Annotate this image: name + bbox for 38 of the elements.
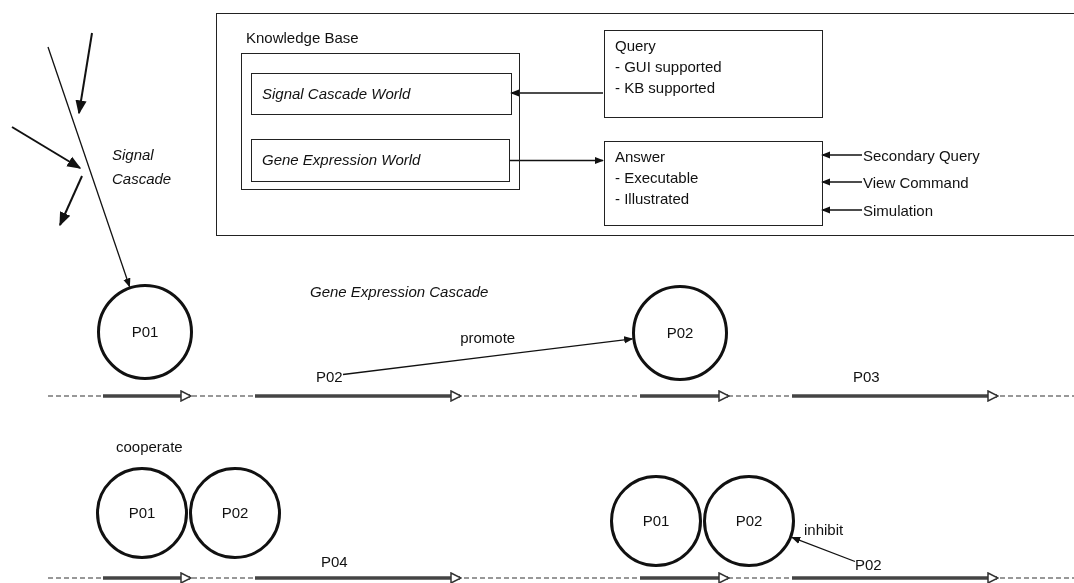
protein-label: P03	[853, 368, 880, 386]
list-item: - GUI supported	[615, 58, 722, 76]
protein-label: P02	[666, 324, 694, 342]
box-label: Signal Cascade World	[262, 85, 411, 103]
group-heading: Knowledge Base	[246, 29, 359, 47]
input-label: Simulation	[863, 202, 934, 220]
arrow	[510, 89, 604, 97]
interaction-label: cooperate	[116, 438, 183, 456]
input-label: Secondary Query	[863, 147, 980, 165]
list-item: - Illustrated	[615, 190, 690, 208]
box-heading: Answer	[615, 148, 666, 166]
info-box	[604, 30, 823, 118]
arrow	[508, 156, 604, 165]
world-box	[251, 139, 510, 182]
list-item: - KB supported	[615, 79, 716, 97]
protein-label: P01	[642, 512, 670, 530]
box-label: Gene Expression World	[262, 151, 421, 169]
box-heading: Query	[615, 37, 656, 55]
arrow	[821, 178, 863, 186]
protein-label: P02	[316, 368, 343, 386]
arrow	[821, 151, 863, 159]
cascade-label: Signal Cascade	[112, 145, 173, 189]
arrow	[342, 336, 634, 376]
arrow	[791, 536, 856, 563]
panel-frame	[216, 13, 1074, 236]
protein-label: P02	[735, 512, 763, 530]
input-label: View Command	[863, 174, 969, 192]
arrow	[47, 46, 131, 288]
protein-label: P01	[131, 323, 159, 341]
arrow	[821, 206, 863, 214]
world-box	[251, 73, 512, 115]
protein-label: P04	[321, 553, 348, 571]
list-item: - Executable	[615, 169, 699, 187]
protein-label: P02	[855, 556, 882, 574]
protein-label: P02	[221, 504, 249, 522]
cascade-label: Gene Expression Cascade	[310, 283, 489, 301]
protein-label: P01	[128, 504, 156, 522]
info-box	[604, 141, 823, 226]
